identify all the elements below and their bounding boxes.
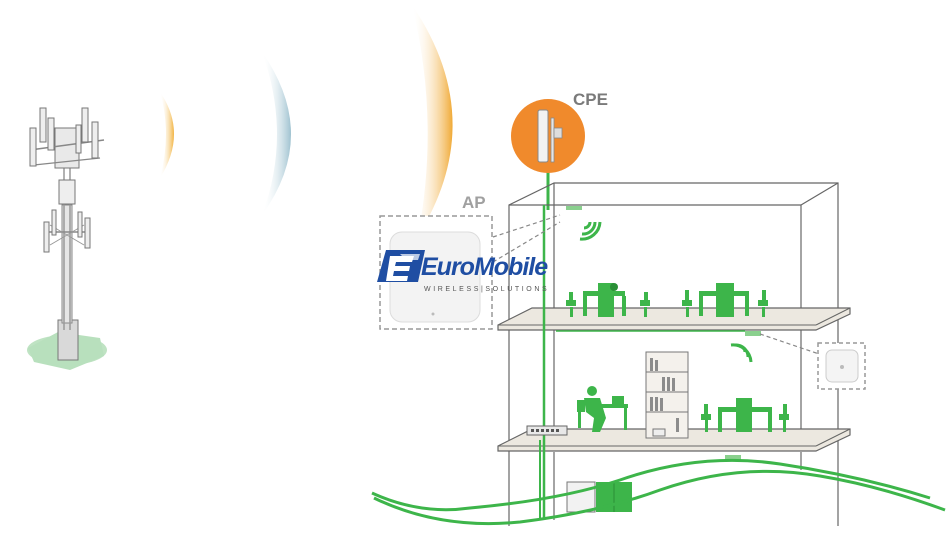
signal-wave-icon xyxy=(160,92,174,178)
network-switch-icon xyxy=(526,425,568,436)
signal-wave-icon xyxy=(412,5,453,236)
desk-workstation-icon xyxy=(566,283,768,317)
bookshelf-icon xyxy=(645,351,689,439)
euromobile-logo-mark xyxy=(377,250,425,282)
euromobile-logo-text: EuroMobile xyxy=(421,253,548,281)
ground-line xyxy=(371,458,946,526)
wifi-signal-icon xyxy=(579,221,602,241)
desk-workstation-icon xyxy=(701,398,789,432)
cell-tower-icon xyxy=(27,107,107,370)
signal-wave-icon xyxy=(262,52,291,215)
cpe-label: CPE xyxy=(573,90,608,109)
ap-label: AP xyxy=(462,193,486,212)
floor-slab-upper xyxy=(497,307,851,331)
ap-callout-box-right xyxy=(817,342,866,390)
printer-icon xyxy=(652,428,666,437)
access-point-icon xyxy=(745,331,761,336)
cpe-antenna-icon xyxy=(511,99,585,210)
wifi-signal-icon xyxy=(730,343,753,363)
euromobile-logo-tagline: WIRELESS|SOLUTIONS xyxy=(424,286,550,293)
desk-workstation-icon xyxy=(577,386,628,432)
access-point-icon xyxy=(566,206,582,210)
access-point-icon xyxy=(725,455,741,460)
callout-lines xyxy=(492,214,823,356)
